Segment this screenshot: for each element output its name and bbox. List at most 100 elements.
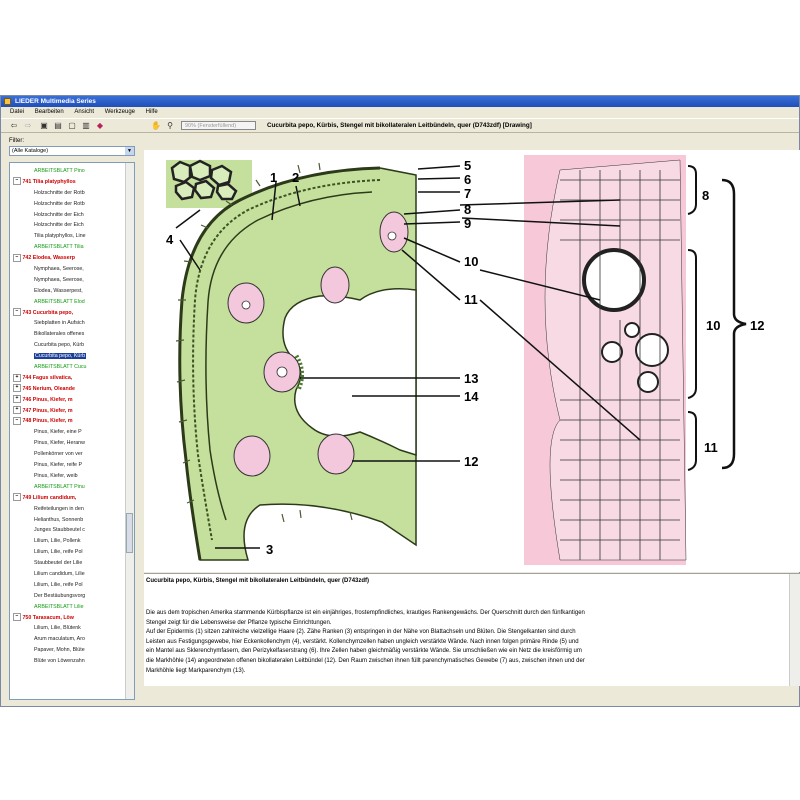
tree-item[interactable]: ARBEITSBLATT Lilie (10, 602, 126, 613)
expand-icon[interactable]: + (13, 406, 21, 415)
collapse-icon[interactable]: − (13, 308, 21, 317)
expand-icon[interactable]: + (13, 395, 21, 404)
expand-icon[interactable]: + (13, 384, 21, 393)
tree-item[interactable]: Lilium, Lilie, Pollenk (10, 536, 126, 547)
tree-item[interactable]: Lilium candidum, Lilie (10, 569, 126, 580)
tree-item[interactable]: Elodea, Wasserpest, (10, 286, 126, 297)
collenchyma-inset (166, 159, 252, 208)
expand-icon[interactable]: + (13, 373, 21, 382)
tree-item[interactable]: Reifeteilungen in den (10, 504, 126, 515)
tree-item-label: Lilium candidum, Lilie (34, 570, 85, 577)
tree-category[interactable]: + 744 Fagus silvatica, (10, 373, 126, 384)
description-panel: Cucurbita pepo, Kürbis, Stengel mit biko… (144, 573, 800, 686)
detail-label-8: 8 (702, 188, 709, 203)
tree-item[interactable]: Arum maculatum, Aro (10, 634, 126, 645)
tree-category[interactable]: + 745 Nerium, Oleande (10, 384, 126, 395)
tree-item-label: ARBEITSBLATT Pinu (34, 483, 85, 490)
hand-tool-icon[interactable]: ✋ (151, 121, 161, 130)
tree-item[interactable]: Siebplatten in Aufsich (10, 318, 126, 329)
tree-item[interactable]: Papaver, Mohn, Blüte (10, 645, 126, 656)
copy-icon[interactable]: ▢ (68, 121, 76, 130)
tree-item[interactable]: ARBEITSBLATT Pino (10, 166, 126, 177)
tree-item[interactable]: Pinus, Kiefer, eine P (10, 427, 126, 438)
menu-bearbeiten[interactable]: Bearbeiten (34, 109, 64, 115)
tree-item-label: ARBEITSBLATT Elod (34, 298, 85, 305)
catalog-tree[interactable]: ARBEITSBLATT Pino − 741 Tilia platyphyllo… (9, 162, 135, 700)
tree-item[interactable]: ARBEITSBLATT Pinu (10, 482, 126, 493)
tree-category[interactable]: − 749 Lilium candidum, (10, 493, 126, 504)
title-bar[interactable]: LIEDER Multimedia Series (1, 96, 799, 107)
back-arrow-icon[interactable]: ⇦ (10, 121, 18, 130)
magnifier-icon[interactable]: ⚲ (167, 121, 173, 130)
tree-item[interactable]: Der Bestäubungsvorg (10, 591, 126, 602)
tree-item-label: Papaver, Mohn, Blüte (34, 647, 85, 654)
tree-item-label: Lilium, Lilie, reife Pol (34, 549, 83, 556)
tree-item[interactable]: ARBEITSBLATT Tilia (10, 242, 126, 253)
collapse-icon[interactable]: − (13, 613, 21, 622)
filter-dropdown[interactable]: (Alle Kataloge) ▼ (9, 146, 135, 156)
tree-category[interactable]: − 750 Taraxacum, Löw (10, 613, 126, 624)
tree-item[interactable]: Pollenkörner von ver (10, 449, 126, 460)
tree-item[interactable]: Pinus, Kiefer, weib (10, 471, 126, 482)
collapse-icon[interactable]: − (13, 253, 21, 262)
tree-item[interactable]: Pinus, Kiefer, reife P (10, 460, 126, 471)
tree-item[interactable]: Cucurbita pepo, Kürb (10, 351, 126, 362)
tree-item[interactable]: ARBEITSBLATT Elod (10, 297, 126, 308)
tree-category[interactable]: − 742 Elodea, Wasserp (10, 253, 126, 264)
print-icon[interactable]: ▣ (40, 121, 48, 130)
tree-item[interactable]: Nymphaea, Seerose, (10, 264, 126, 275)
chevron-down-icon[interactable]: ▼ (125, 147, 134, 155)
tree-item[interactable]: Holzschnitte der Eich (10, 220, 126, 231)
tree-scrollbar[interactable] (125, 163, 134, 699)
collapse-icon[interactable]: − (13, 493, 21, 502)
menu-werkzeuge[interactable]: Werkzeuge (104, 109, 135, 115)
menu-bar: Datei Bearbeiten Ansicht Werkzeuge Hilfe (1, 107, 799, 118)
toolbar: ⇦ ⇨ ▣ ▤ ▢ ▥ ◆ ✋ ⚲ 90% (Fensterfüllend) C… (1, 118, 799, 133)
menu-ansicht[interactable]: Ansicht (74, 109, 95, 115)
tree-item[interactable]: Lilium, Lilie, Blütenk (10, 623, 126, 634)
tree-item[interactable]: Blüte von Löwenzahn (10, 656, 126, 667)
tree-item[interactable]: ARBEITSBLATT Cucu (10, 362, 126, 373)
label-12: 12 (464, 454, 478, 469)
description-scrollbar[interactable] (789, 574, 800, 686)
tree-category[interactable]: + 746 Pinus, Kiefer, m (10, 395, 126, 406)
zoom-level-field[interactable]: 90% (Fensterfüllend) (181, 121, 256, 130)
tree-item[interactable]: Junges Staubbeutel c (10, 525, 126, 536)
tree-item[interactable]: Lilium, Lilie, reife Pol (10, 547, 126, 558)
export-icon[interactable]: ▥ (82, 121, 90, 130)
tree-item-label: ARBEITSBLATT Pino (34, 168, 85, 174)
tree-category[interactable]: − 748 Pinus, Kiefer, m (10, 416, 126, 427)
label-5: 5 (464, 158, 471, 173)
tree-item-label: Bikollaterales offenes (34, 331, 85, 338)
tree-item[interactable]: Tilia platyphyllos, Line (10, 231, 126, 242)
detail-label-10: 10 (706, 318, 720, 333)
print-preview-icon[interactable]: ▤ (54, 121, 62, 130)
tree-category[interactable]: − 741 Tilia platyphyllos (10, 177, 126, 188)
tree-item-label: Nymphaea, Seerose, (34, 276, 84, 283)
tree-item[interactable]: Holzschnitte der Eich (10, 210, 126, 221)
tree-item[interactable]: Cucurbita pepo, Kürb (10, 340, 126, 351)
collapse-icon[interactable]: − (13, 177, 21, 186)
menu-hilfe[interactable]: Hilfe (145, 109, 158, 115)
tree-item-label: Reifeteilungen in den (34, 505, 84, 512)
tree-item[interactable]: Bikollaterales offenes (10, 329, 126, 340)
tree-item[interactable]: Lilium, Lilie, reife Pol (10, 580, 126, 591)
info-icon[interactable]: ◆ (96, 121, 104, 130)
app-icon (4, 98, 11, 105)
label-8: 8 (464, 202, 471, 217)
tree-item[interactable]: Helianthus, Sonnenb (10, 515, 126, 526)
tree-item[interactable]: Nymphaea, Seerose, (10, 275, 126, 286)
tree-scroll-thumb[interactable] (126, 513, 133, 553)
tree-item[interactable]: Holzschnitte der Rotb (10, 188, 126, 199)
detail-label-12: 12 (750, 318, 764, 333)
tree-item[interactable]: Pinus, Kiefer, Heranw (10, 438, 126, 449)
label-4: 4 (166, 232, 174, 247)
tree-item[interactable]: Staubbeutel der Lilie (10, 558, 126, 569)
forward-arrow-icon[interactable]: ⇨ (24, 121, 32, 130)
tree-item[interactable]: Holzschnitte der Rotb (10, 199, 126, 210)
menu-datei[interactable]: Datei (10, 109, 25, 115)
vascular-bundles (227, 211, 409, 477)
collapse-icon[interactable]: − (13, 417, 21, 426)
tree-category[interactable]: + 747 Pinus, Kiefer, m (10, 406, 126, 417)
tree-category[interactable]: − 743 Cucurbita pepo, (10, 308, 126, 319)
